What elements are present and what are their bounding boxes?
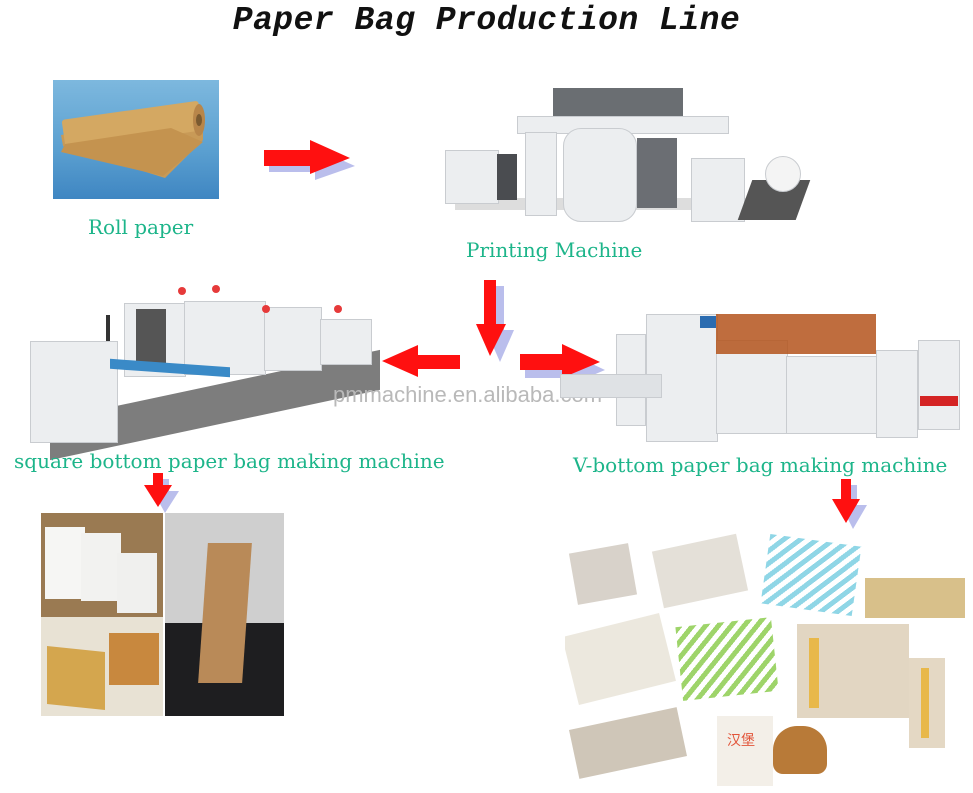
roll-paper-label: Roll paper (88, 215, 194, 239)
watermark-text: pmmachine.en.alibaba.com (333, 382, 603, 407)
printing-machine-label: Printing Machine (466, 238, 643, 262)
arrow-down-printing (476, 280, 514, 362)
arrow-down-v-bottom (832, 479, 867, 529)
arrow-down-square-bottom (144, 473, 179, 513)
hamburger-bag-text: 汉堡 (727, 733, 755, 749)
square-bottom-machine-image (10, 285, 380, 461)
v-bottom-machine-image (560, 300, 965, 450)
square-bottom-products-image (41, 513, 284, 716)
printing-machine-image (445, 88, 811, 228)
hamburger-bag: 汉堡 (717, 716, 773, 786)
arrow-left-to-square-bottom (382, 345, 460, 377)
roll-paper-image (53, 80, 219, 199)
v-bottom-products-image: 汉堡 (565, 528, 973, 790)
square-bottom-machine-label: square bottom paper bag making machine (14, 449, 445, 473)
arrow-right-roll-to-printing (264, 140, 355, 180)
diagram-title: Paper Bag Production Line (232, 2, 741, 39)
v-bottom-machine-label: V-bottom paper bag making machine (573, 453, 948, 477)
